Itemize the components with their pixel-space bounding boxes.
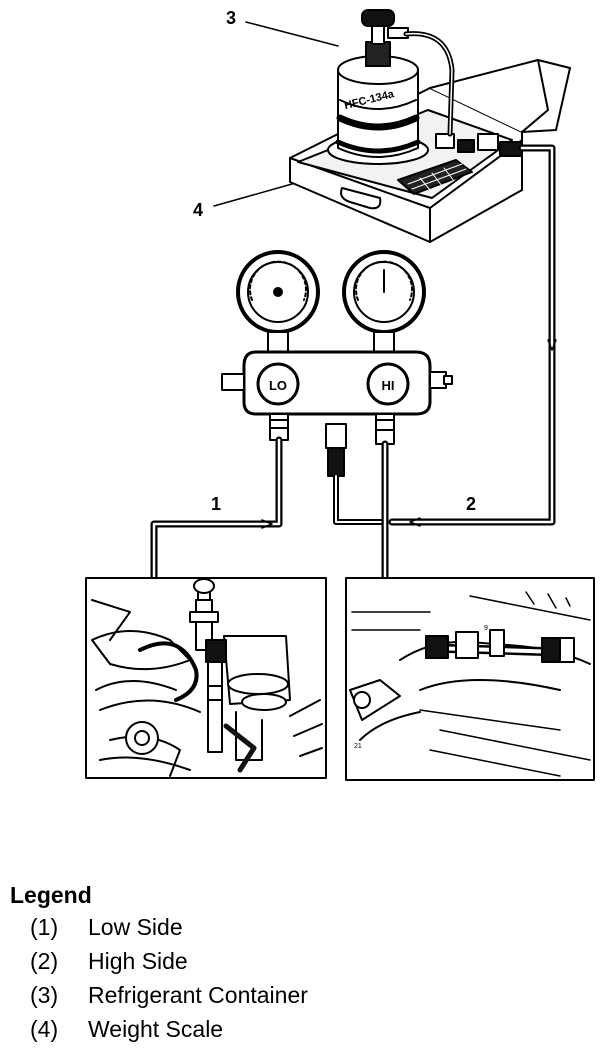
svg-text:9: 9 xyxy=(484,625,488,632)
center-hose xyxy=(336,476,384,522)
legend-item-label: High Side xyxy=(88,944,188,978)
svg-text:21: 21 xyxy=(354,743,362,750)
callout-4: 4 xyxy=(193,200,203,220)
legend-item: (4) Weight Scale xyxy=(10,1012,600,1046)
low-gauge-label: LO xyxy=(269,378,287,393)
high-gauge-label: HI xyxy=(382,378,395,393)
legend-title: Legend xyxy=(10,880,600,910)
manifold-gauge-set xyxy=(222,252,452,476)
legend-item: (3) Refrigerant Container xyxy=(10,978,600,1012)
callout-3: 3 xyxy=(226,8,236,28)
legend-item-number: (4) xyxy=(30,1012,58,1046)
callout-3-leader xyxy=(246,22,338,46)
low-side-service-port-view xyxy=(86,578,326,778)
high-side-service-port-view: 21 9 xyxy=(346,578,594,780)
callout-2: 2 xyxy=(466,494,476,514)
legend-item: (2) High Side xyxy=(10,944,600,978)
callout-1: 1 xyxy=(211,494,221,514)
legend-item-number: (3) xyxy=(30,978,58,1012)
legend-item-number: (2) xyxy=(30,944,58,978)
legend-item-number: (1) xyxy=(30,910,58,944)
legend-item-label: Weight Scale xyxy=(88,1012,223,1046)
legend-item: (1) Low Side xyxy=(10,910,600,944)
refrigerant-charging-diagram: HFC-134a xyxy=(0,0,608,870)
legend-item-label: Refrigerant Container xyxy=(88,978,308,1012)
legend: Legend (1) Low Side (2) High Side (3) Re… xyxy=(10,880,600,1046)
callout-4-leader xyxy=(214,184,292,206)
legend-item-label: Low Side xyxy=(88,910,183,944)
